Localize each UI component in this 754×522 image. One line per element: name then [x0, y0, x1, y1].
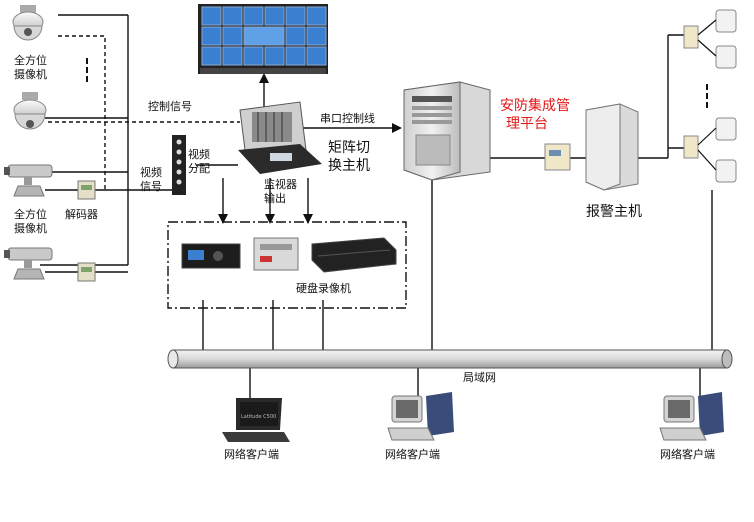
dome-camera-2	[13, 92, 47, 130]
video-signal-label-1: 视频	[140, 165, 162, 179]
serial-control-label: 串口控制线	[320, 111, 375, 125]
dvr-unit-1	[181, 243, 241, 269]
monitor-screen	[306, 26, 327, 46]
monitor-output-label-1: 监视器	[264, 177, 297, 191]
ptz-camera-label-1: 全方位	[14, 207, 47, 221]
video-distribution-label-2: 分配	[188, 162, 210, 175]
dome-camera-label-1: 全方位	[14, 53, 47, 67]
monitor-screen	[285, 46, 306, 66]
dvr-label: 硬盘录像机	[296, 281, 351, 295]
monitor-screen	[285, 6, 306, 26]
video-distributor	[172, 135, 186, 195]
monitor-output-label-2: 输出	[264, 191, 286, 205]
matrix-switcher-label-1: 矩阵切	[328, 140, 370, 156]
laptop-client: Latitude C500	[222, 398, 290, 442]
video-distribution-label-1: 视频	[188, 147, 210, 161]
desktop-client-2	[659, 392, 724, 441]
monitor-screen	[243, 46, 264, 66]
monitor-screen	[306, 6, 327, 26]
monitor-screen	[243, 6, 264, 26]
dvr-unit-3	[311, 237, 397, 273]
lan-pipe	[167, 349, 733, 369]
monitor-screen	[306, 46, 327, 66]
decoder-box-2	[77, 262, 96, 282]
platform-label-2: 理平台	[506, 116, 548, 132]
ptz-camera-label-2: 摄像机	[14, 221, 47, 235]
monitor-screen	[222, 26, 243, 46]
monitor-screen-large	[243, 26, 285, 46]
client-label-2: 网络客户端	[385, 447, 440, 461]
alarm-host-label: 报警主机	[586, 204, 642, 220]
alarm-sensors	[683, 9, 737, 183]
ptz-camera-1	[4, 164, 53, 197]
ptz-camera-2	[4, 247, 53, 280]
dome-camera-label-2: 摄像机	[14, 67, 47, 81]
monitor-screen	[201, 6, 222, 26]
laptop-brand-label: Latitude C500	[241, 414, 276, 420]
monitor-screen	[201, 46, 222, 66]
client-label-3: 网络客户端	[660, 447, 715, 461]
monitor-screen	[264, 6, 285, 26]
matrix-switcher-label-2: 换主机	[328, 157, 370, 174]
decoder-box-1	[77, 180, 96, 200]
dome-camera-1	[12, 5, 44, 41]
client-label-1: 网络客户端	[224, 447, 279, 461]
monitor-screen	[222, 46, 243, 66]
video-signal-label-2: 信号	[140, 180, 162, 193]
continuation-dots-left	[86, 58, 88, 82]
monitor-screen	[264, 46, 285, 66]
platform-device	[544, 143, 571, 171]
dvr-unit-2	[253, 237, 299, 271]
monitor-wall	[198, 4, 328, 74]
desktop-client-1	[387, 392, 454, 441]
monitor-screen	[222, 6, 243, 26]
alarm-host-box	[585, 103, 639, 191]
lan-label: 局域网	[463, 371, 496, 384]
monitor-screen	[285, 26, 306, 46]
decoder-label: 解码器	[65, 207, 98, 221]
control-signal-label: 控制信号	[148, 99, 192, 113]
platform-label-1: 安防集成管	[500, 97, 570, 114]
monitor-screen	[201, 26, 222, 46]
control-server	[403, 81, 491, 181]
matrix-switcher	[238, 101, 322, 174]
